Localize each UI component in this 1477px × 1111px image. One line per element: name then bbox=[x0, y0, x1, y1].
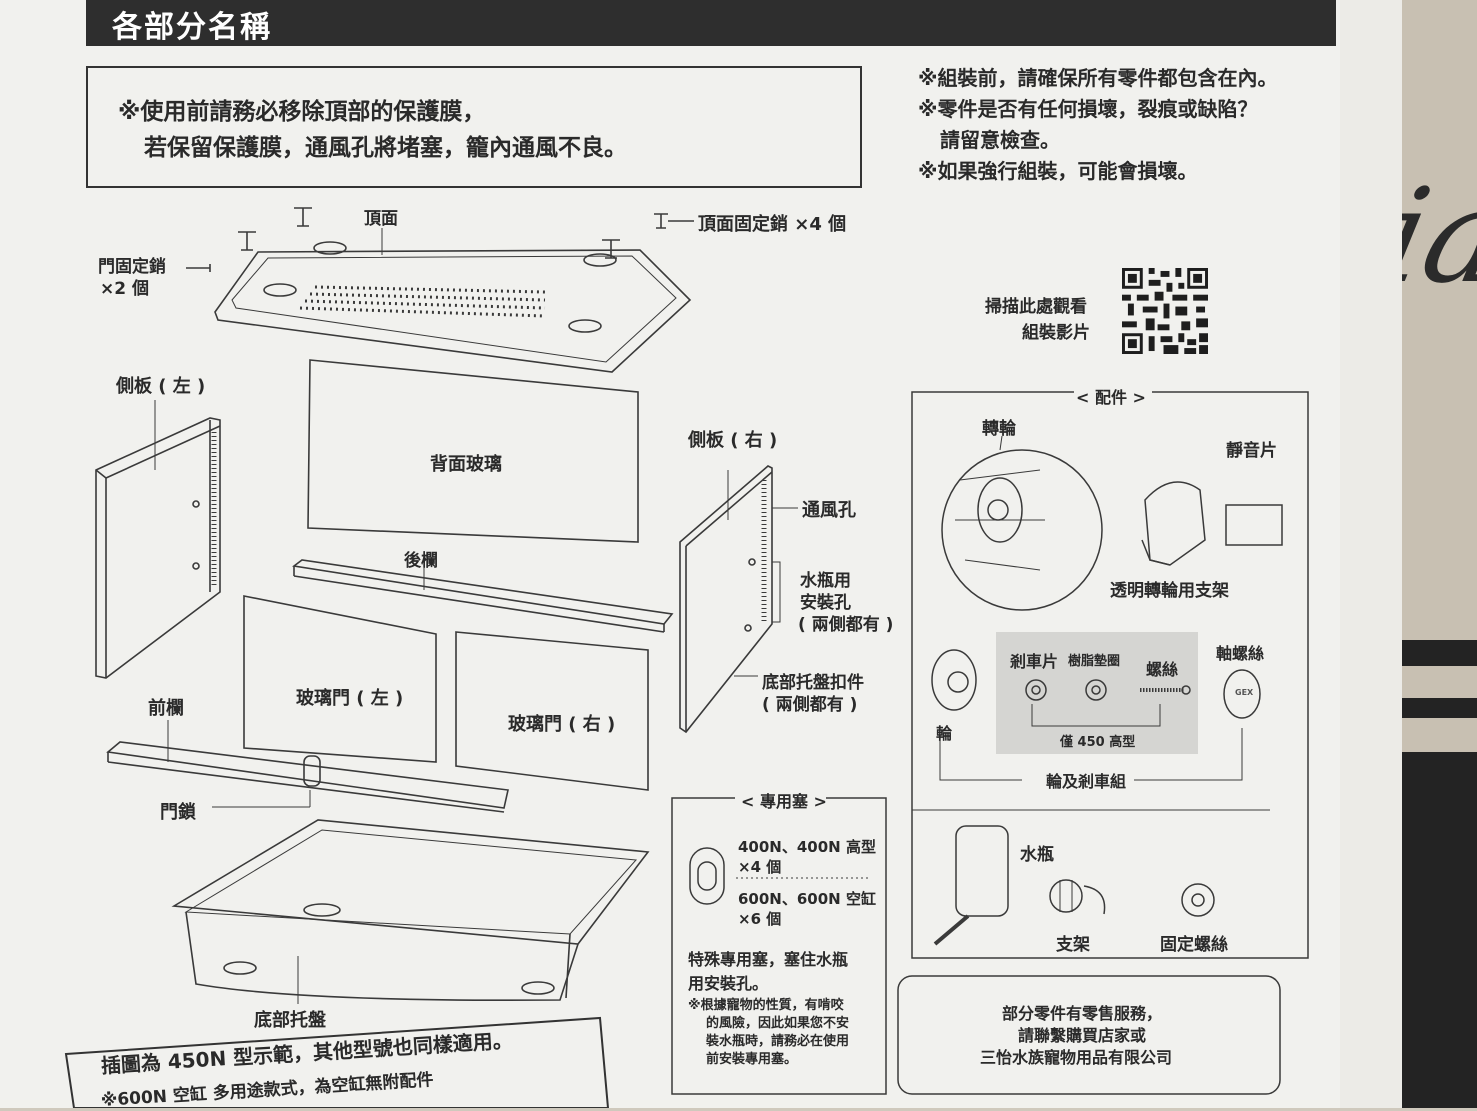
label-back-glass: 背面玻璃 bbox=[430, 454, 502, 475]
stopper-opt2-qty: ×6 個 bbox=[738, 910, 782, 928]
retail-line-1: 部分零件有零售服務， bbox=[1002, 1004, 1163, 1023]
label-bottom-tray: 底部托盤 bbox=[254, 1010, 326, 1031]
label-fix-screw: 固定螺絲 bbox=[1160, 935, 1228, 955]
label-axle-screw: 軸螺絲 bbox=[1216, 644, 1265, 663]
axle-cap-mark: GEX bbox=[1235, 688, 1254, 697]
bottom-tray-drawing bbox=[171, 819, 650, 1004]
stopper-opt2-model: 600N、600N 空缸 bbox=[738, 890, 876, 908]
note-2: ※零件是否有任何損壞，裂痕或缺陷？ bbox=[918, 97, 1258, 121]
front-rail-drawing bbox=[106, 720, 509, 813]
retail-line-2: 請聯繫購買店家或 bbox=[1018, 1026, 1147, 1045]
label-glass-door-left: 玻璃門 ( 左 ) bbox=[296, 688, 404, 709]
label-brake: 剎車片 bbox=[1010, 652, 1059, 671]
accessories-box bbox=[911, 391, 1309, 959]
label-tray-clip-2: ( 兩側都有 ) bbox=[762, 695, 858, 715]
label-bottle: 水瓶 bbox=[1020, 845, 1054, 865]
warning-line-2: 若保留保護膜，通風孔將堵塞，籠內通風不良。 bbox=[144, 135, 627, 161]
stopper-opt1-model: 400N、400N 高型 bbox=[738, 838, 876, 856]
label-top: 頂面 bbox=[364, 209, 398, 229]
label-wheel-stand: 透明轉輪用支架 bbox=[1110, 581, 1229, 601]
label-bottle-hole-3: ( 兩側都有 ) bbox=[798, 615, 894, 635]
left-side-panel-drawing bbox=[95, 400, 221, 679]
qr-caption-1: 掃描此處觀看 bbox=[985, 297, 1087, 317]
label-wheel-brake-set: 輪及剎車組 bbox=[1046, 772, 1127, 791]
stopper-title: < 專用塞 > bbox=[741, 792, 827, 811]
label-resin-washer: 樹脂墊圈 bbox=[1068, 654, 1121, 669]
warning-line-1: ※使用前請務必移除頂部的保護膜， bbox=[118, 99, 486, 125]
label-front-rail: 前欄 bbox=[148, 698, 184, 719]
glass-door-left-drawing bbox=[243, 595, 437, 763]
stopper-box bbox=[671, 797, 887, 1095]
note-4: ※如果強行組裝，可能會損壞。 bbox=[918, 159, 1198, 183]
retail-box bbox=[897, 975, 1281, 1095]
instruction-sheet bbox=[0, 0, 1402, 1108]
stopper-note-4: 前安裝專用塞。 bbox=[706, 1052, 798, 1067]
label-tray-clip-1: 底部托盤扣件 bbox=[762, 673, 864, 693]
paper-edge bbox=[1340, 0, 1402, 1108]
note-3: 請留意檢查。 bbox=[940, 128, 1060, 152]
label-rear-rail: 後欄 bbox=[404, 551, 438, 571]
top-lid-drawing bbox=[214, 241, 692, 373]
label-glass-door-right: 玻璃門 ( 右 ) bbox=[508, 714, 616, 735]
stopper-note-3: 裝水瓶時，請務必在使用 bbox=[706, 1034, 850, 1049]
label-bottle-hole-1: 水瓶用 bbox=[800, 571, 851, 591]
label-bottle-hole-2: 安裝孔 bbox=[800, 593, 851, 613]
label-door-lock: 門鎖 bbox=[160, 802, 196, 823]
label-side-left: 側板 ( 左 ) bbox=[116, 376, 206, 397]
stopper-opt1-qty: ×4 個 bbox=[738, 858, 782, 876]
warning-box bbox=[86, 66, 862, 188]
stopper-desc-1: 特殊專用塞，塞住水瓶 bbox=[688, 950, 849, 969]
rear-rail-drawing bbox=[292, 559, 674, 633]
stopper-note-1: ※根據寵物的性質，有啃咬 bbox=[688, 998, 844, 1013]
label-wheel-part: 輪 bbox=[936, 724, 953, 743]
label-bracket: 支架 bbox=[1056, 935, 1090, 955]
top-pins-drawing bbox=[186, 207, 694, 272]
note-1: ※組裝前，請確保所有零件都包含在內。 bbox=[918, 66, 1278, 90]
label-vent: 通風孔 bbox=[802, 500, 856, 521]
label-door-pin-qty: ×2 個 bbox=[100, 279, 149, 299]
label-door-pin: 門固定銷 bbox=[98, 257, 166, 277]
stopper-desc-2: 用安裝孔。 bbox=[688, 974, 769, 993]
brake-parts-panel bbox=[996, 632, 1198, 754]
label-silencer: 靜音片 bbox=[1226, 441, 1277, 461]
retail-line-3: 三怡水族寵物用品有限公司 bbox=[980, 1048, 1173, 1067]
stopper-note-2: 的風險，因此如果您不安 bbox=[706, 1016, 850, 1031]
label-side-right: 側板 ( 右 ) bbox=[688, 430, 778, 451]
back-glass-drawing bbox=[307, 359, 639, 543]
footer-box bbox=[64, 1016, 610, 1108]
section-title: 各部分名稱 bbox=[112, 10, 272, 45]
label-only-450: 僅 450 高型 bbox=[1060, 735, 1136, 750]
glass-door-right-drawing bbox=[455, 631, 649, 791]
right-side-panel-drawing bbox=[679, 465, 798, 734]
label-wheel: 轉輪 bbox=[982, 419, 1016, 439]
qr-caption-2: 組裝影片 bbox=[1022, 323, 1090, 343]
label-screw: 螺絲 bbox=[1146, 660, 1179, 679]
section-header bbox=[86, 0, 1336, 46]
qr-code-icon[interactable] bbox=[1120, 268, 1210, 354]
label-top-pin: 頂面固定銷 ×4 個 bbox=[698, 214, 847, 235]
accessories-title: < 配件 > bbox=[1076, 388, 1146, 407]
